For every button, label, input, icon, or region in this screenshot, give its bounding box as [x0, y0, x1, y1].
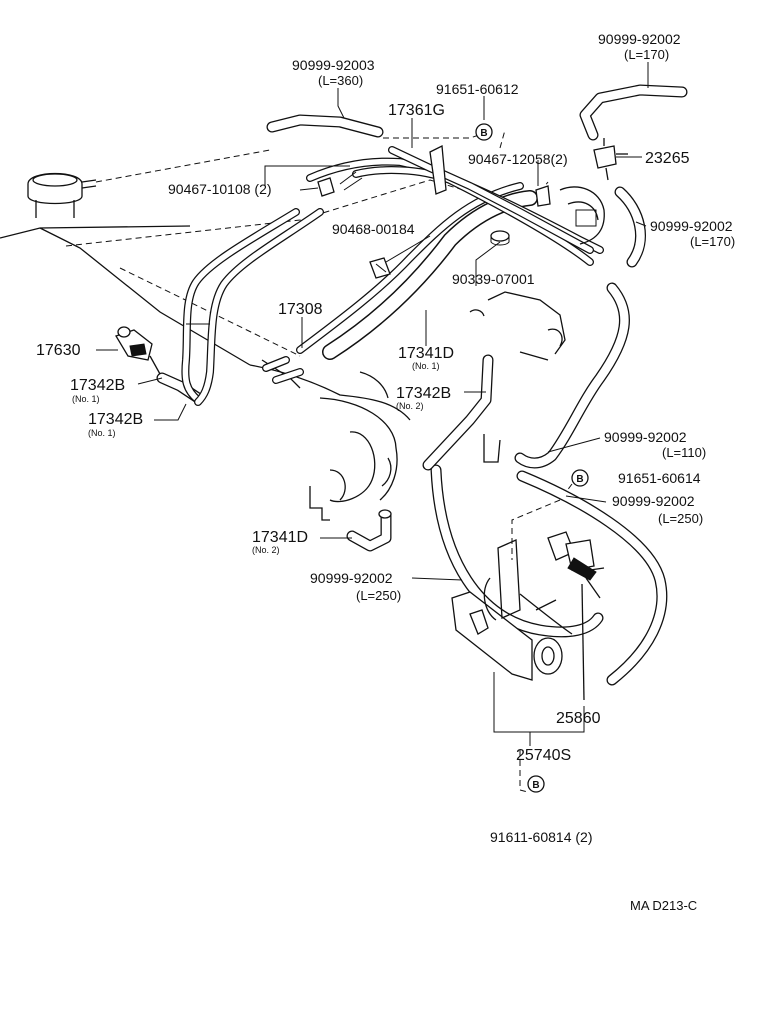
part-number-label: 91651-60614: [618, 470, 701, 486]
part-number-label: 90999-92002: [612, 493, 695, 509]
part-sub-note: (No. 2): [396, 401, 424, 411]
part-sub-note: (No. 2): [252, 545, 280, 555]
part-number-label: 90999-92002: [650, 218, 733, 234]
engine-outline: [0, 179, 566, 521]
part-number-label: 17361G: [388, 102, 445, 119]
part-labels: 90999-92003 (L=360) 91651-60612 17361G 9…: [36, 31, 735, 913]
part-number-label: 91611-60814 (2): [490, 829, 592, 845]
part-number-label: 25740S: [516, 747, 571, 764]
part-number-label: 17342B: [396, 385, 451, 402]
charcoal-canister: [27, 172, 97, 218]
part-number-label: 90999-92002: [310, 570, 393, 586]
part-length-note: (L=250): [658, 511, 703, 526]
part-length-note: (L=360): [318, 73, 363, 88]
part-length-note: (L=170): [624, 47, 669, 62]
part-number-label: 17341D: [398, 345, 454, 362]
part-number-label: 90467-10108 (2): [168, 181, 272, 197]
part-number-label: 17342B: [88, 411, 143, 428]
part-sub-note: (No. 1): [72, 394, 100, 404]
small-parts: [115, 138, 628, 701]
svg-text:B: B: [576, 474, 583, 485]
part-number-label: 90999-92003: [292, 57, 375, 73]
part-number-label: 23265: [645, 150, 690, 167]
part-number-label: 17308: [278, 301, 323, 318]
svg-text:B: B: [532, 780, 539, 791]
bolt-marker: B: [475, 123, 493, 141]
part-number-label: 17630: [36, 342, 81, 359]
bolt-marker: B: [571, 469, 589, 487]
part-length-note: (L=110): [662, 445, 706, 460]
part-number-label: 90468-00184: [332, 221, 415, 237]
hoses: [156, 84, 688, 686]
part-number-label: 90339-07001: [452, 271, 535, 287]
part-sub-note: (No. 1): [88, 428, 116, 438]
drawing-code: MA D213-C: [630, 898, 697, 913]
part-number-label: 25860: [556, 710, 601, 727]
part-number-label: 91651-60612: [436, 81, 519, 97]
part-length-note: (L=250): [356, 588, 401, 603]
part-number-label: 90467-12058(2): [468, 151, 568, 167]
part-number-label: 17341D: [252, 529, 308, 546]
part-number-label: 17342B: [70, 377, 125, 394]
svg-text:B: B: [480, 128, 487, 139]
part-number-label: 90999-92002: [598, 31, 681, 47]
leader-lines: [96, 62, 649, 746]
bolt-marker: B: [527, 775, 545, 793]
part-sub-note: (No. 1): [412, 361, 440, 371]
part-length-note: (L=170): [690, 234, 735, 249]
part-number-label: 90999-92002: [604, 429, 687, 445]
